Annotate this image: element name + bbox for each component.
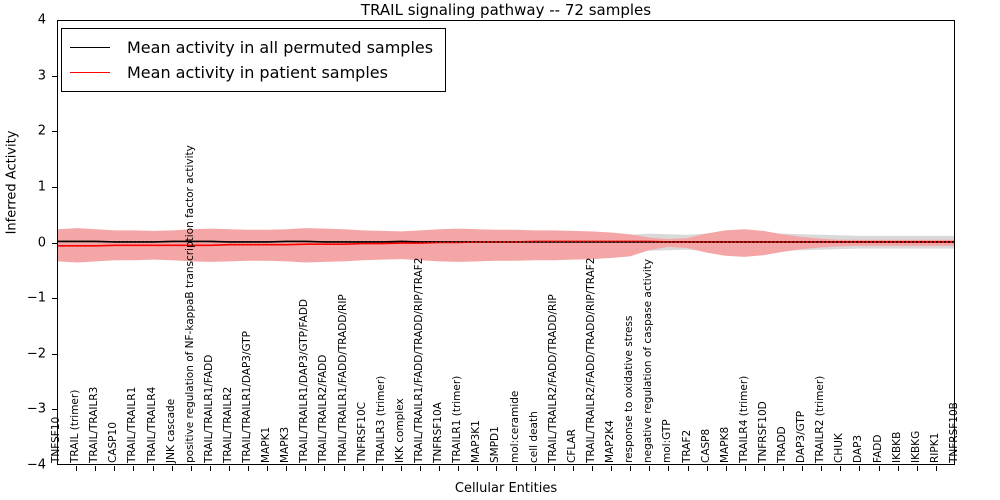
x-tick-mark xyxy=(190,466,192,471)
x-tick-mark xyxy=(133,466,135,471)
x-tick-mark xyxy=(572,466,574,471)
x-tick-mark xyxy=(668,466,670,471)
x-tick-mark xyxy=(611,466,613,471)
x-tick-mark xyxy=(802,466,804,471)
x-tick-mark xyxy=(591,466,593,471)
x-tick-mark xyxy=(324,466,326,471)
page-title: TRAIL signaling pathway -- 72 samples xyxy=(360,1,652,19)
x-tick-mark xyxy=(95,466,97,471)
x-axis xyxy=(57,466,955,500)
series-line xyxy=(58,240,954,243)
x-tick-mark xyxy=(362,466,364,471)
x-tick-mark xyxy=(763,466,765,471)
x-tick-mark xyxy=(171,466,173,471)
x-tick-mark xyxy=(267,466,269,471)
y-tick-label: 4 xyxy=(37,12,46,28)
x-tick-mark xyxy=(706,466,708,471)
x-tick-mark xyxy=(649,466,651,471)
x-tick-mark xyxy=(400,466,402,471)
y-tick-mark xyxy=(52,298,57,300)
confidence-band xyxy=(58,228,954,263)
x-tick-mark xyxy=(935,466,937,471)
y-tick-label: 2 xyxy=(37,123,46,139)
legend-item-permuted: Mean activity in all permuted samples xyxy=(70,35,433,60)
x-tick-mark xyxy=(152,466,154,471)
x-tick-mark xyxy=(420,466,422,471)
x-tick-mark xyxy=(840,466,842,471)
x-tick-mark xyxy=(821,466,823,471)
x-tick-mark xyxy=(630,466,632,471)
x-tick-mark xyxy=(114,466,116,471)
y-tick-label: −1 xyxy=(26,290,46,306)
x-tick-mark xyxy=(553,466,555,471)
y-tick-label: 3 xyxy=(37,68,46,84)
x-tick-mark xyxy=(897,466,899,471)
chart-legend: Mean activity in all permuted samples Me… xyxy=(61,28,447,92)
x-tick-mark xyxy=(725,466,727,471)
x-tick-mark xyxy=(286,466,288,471)
x-tick-mark xyxy=(534,466,536,471)
x-tick-mark xyxy=(209,466,211,471)
x-tick-mark xyxy=(515,466,517,471)
x-tick-mark xyxy=(878,466,880,471)
legend-line-swatch-red xyxy=(70,72,110,73)
y-axis-label: Inferred Activity xyxy=(4,130,20,235)
x-tick-mark xyxy=(76,466,78,471)
x-tick-mark xyxy=(687,466,689,471)
y-tick-mark xyxy=(52,353,57,355)
legend-label-patient: Mean activity in patient samples xyxy=(127,63,388,82)
y-tick-label: 1 xyxy=(37,179,46,195)
plot-area xyxy=(57,20,955,465)
x-axis-label: Cellular Entities xyxy=(454,481,558,496)
x-tick-mark xyxy=(496,466,498,471)
y-tick-label: −2 xyxy=(26,346,46,362)
x-tick-mark xyxy=(458,466,460,471)
plot-svg xyxy=(58,228,954,263)
y-tick-mark xyxy=(52,409,57,411)
x-tick-mark xyxy=(439,466,441,471)
x-tick-mark xyxy=(859,466,861,471)
x-tick-mark xyxy=(381,466,383,471)
x-tick-mark xyxy=(248,466,250,471)
legend-item-patient: Mean activity in patient samples xyxy=(70,60,433,85)
y-tick-mark xyxy=(52,131,57,133)
legend-label-permuted: Mean activity in all permuted samples xyxy=(127,38,434,57)
y-tick-mark xyxy=(52,186,57,188)
y-tick-mark xyxy=(52,242,57,244)
x-tick-mark xyxy=(343,466,345,471)
y-tick-label: −3 xyxy=(26,401,46,417)
x-tick-mark xyxy=(783,466,785,471)
x-tick-mark xyxy=(744,466,746,471)
y-tick-label: −4 xyxy=(26,457,46,473)
y-axis: −4 −3 −2 −1 0 1 2 3 4 xyxy=(0,13,57,473)
x-tick-mark xyxy=(477,466,479,471)
x-tick-mark xyxy=(305,466,307,471)
y-tick-label: 0 xyxy=(37,235,46,250)
x-tick-mark xyxy=(228,466,230,471)
x-tick-mark xyxy=(916,466,918,471)
y-tick-mark xyxy=(52,75,57,77)
legend-line-swatch-black xyxy=(70,47,110,48)
